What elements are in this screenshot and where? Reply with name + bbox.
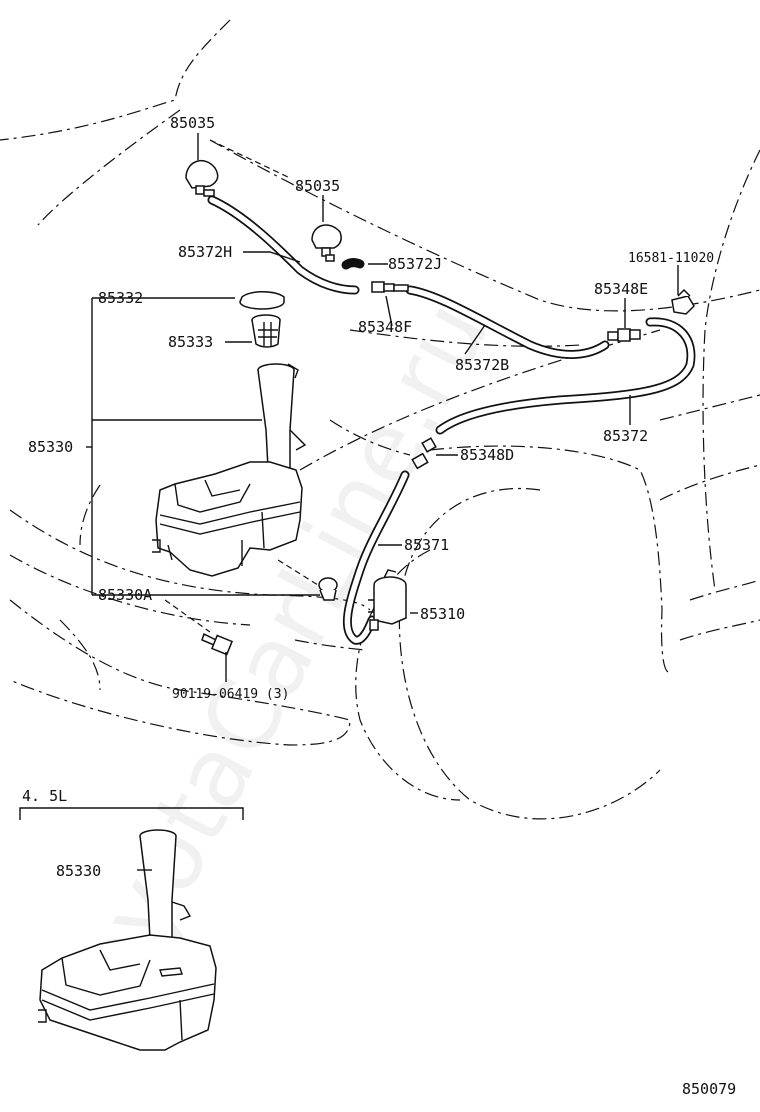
washer-hoses — [207, 195, 696, 645]
label-85372b: 85372B — [455, 356, 509, 374]
check-valve-85348d — [411, 437, 437, 470]
mounting-bolt — [201, 632, 234, 656]
inset-washer-tank — [38, 829, 217, 1051]
part-labels: 85035 85035 85372H 85372J 85348F 16581-1… — [22, 114, 736, 1098]
label-85348f: 85348F — [358, 318, 412, 336]
tank-cap — [239, 291, 285, 310]
bolt-phantom-line — [164, 599, 211, 633]
label-85333: 85333 — [168, 333, 213, 351]
label-85330: 85330 — [28, 438, 73, 456]
label-90119-06419: 90119-06419 (3) — [172, 687, 289, 702]
inset-title: 4. 5L — [22, 787, 67, 805]
check-valve-85348f — [371, 281, 409, 293]
check-valve-85348e — [607, 328, 641, 342]
label-85310: 85310 — [420, 605, 465, 623]
label-85330-inset: 85330 — [56, 862, 101, 880]
tank-filter — [251, 314, 281, 348]
inset-box — [19, 807, 244, 820]
label-85371: 85371 — [404, 536, 449, 554]
label-85330a: 85330A — [98, 586, 152, 604]
label-85348e: 85348E — [594, 280, 648, 298]
label-85372h: 85372H — [178, 243, 232, 261]
label-85372j: 85372J — [388, 255, 442, 273]
label-85348d: 85348D — [460, 446, 514, 464]
label-85332: 85332 — [98, 289, 143, 307]
label-85035-left: 85035 — [170, 114, 215, 132]
grommet-phantom-line — [277, 559, 319, 586]
washer-nozzle-left — [185, 159, 219, 197]
hose-clip-16581 — [671, 288, 695, 315]
washer-pump — [368, 569, 407, 631]
washer-nozzle-right — [311, 224, 342, 262]
label-85035-right: 85035 — [295, 177, 340, 195]
label-85372: 85372 — [603, 427, 648, 445]
label-16581-11020: 16581-11020 — [628, 251, 714, 266]
leader-lines — [86, 133, 679, 682]
tank-grommet — [318, 577, 338, 601]
washer-tank — [152, 363, 307, 577]
figure-code: 850079 — [682, 1080, 736, 1098]
